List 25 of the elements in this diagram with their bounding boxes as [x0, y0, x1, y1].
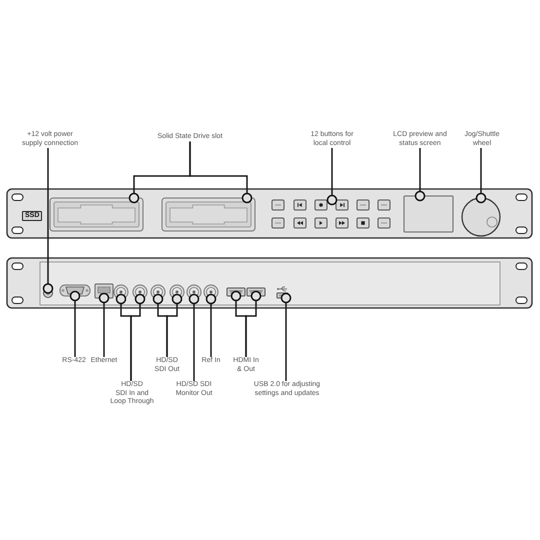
- leader-line: [245, 290, 262, 357]
- ssd-slot: [50, 198, 144, 232]
- bnc-connector: [186, 284, 202, 300]
- lcd-screen: [404, 196, 454, 232]
- bnc-connector: [204, 284, 218, 300]
- leader-line: [42, 148, 54, 294]
- transport-buttons: [272, 200, 390, 228]
- leader-line: [130, 294, 146, 381]
- leader-line: [476, 148, 486, 204]
- leader-line: [98, 292, 110, 357]
- leader-line: [280, 292, 292, 381]
- bnc-connector: [150, 284, 166, 300]
- bnc-connector: [132, 284, 148, 300]
- ssd-slot: [162, 198, 256, 232]
- leader-line: [189, 142, 252, 204]
- bnc-connector: [114, 284, 128, 300]
- leader-line: [188, 294, 200, 381]
- leader-line: [326, 148, 338, 206]
- usb-port: [276, 286, 288, 298]
- leader-line: [206, 294, 216, 357]
- jog-wheel: [461, 197, 501, 237]
- leader-line: [70, 290, 80, 357]
- bnc-connector: [170, 284, 184, 300]
- leader-line: [166, 294, 182, 357]
- leader-line: [414, 148, 426, 202]
